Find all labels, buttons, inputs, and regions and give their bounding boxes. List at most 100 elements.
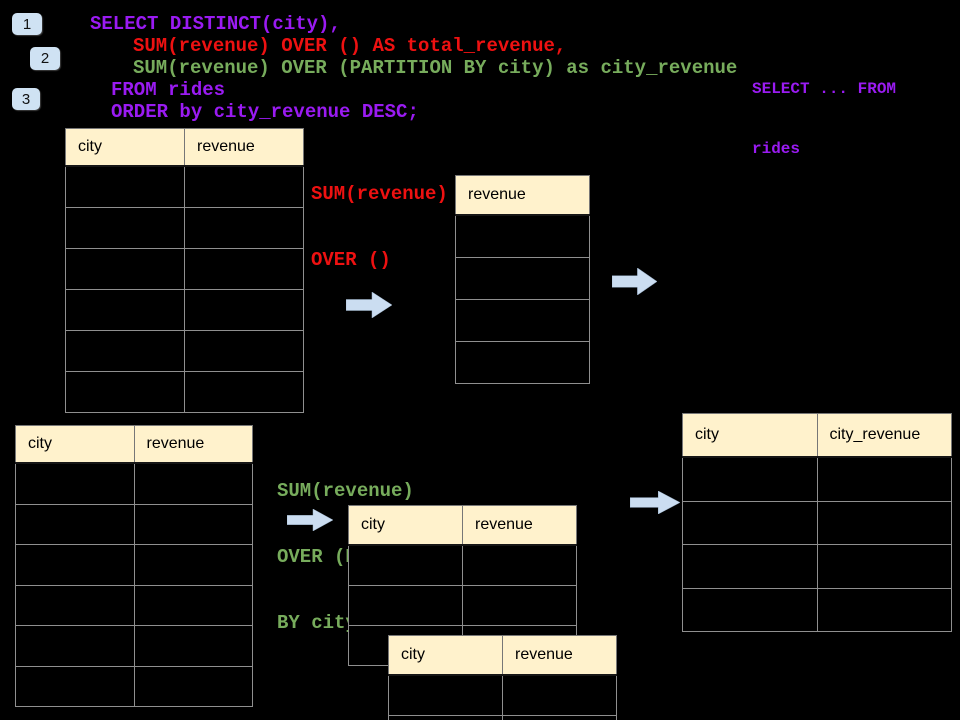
empty-cell: [133, 503, 253, 545]
table-row: [15, 625, 253, 667]
table-row: [15, 544, 253, 586]
table-row: [388, 674, 617, 716]
table-row: [15, 462, 253, 505]
step-badge-1: 1: [12, 13, 42, 35]
empty-cell: [682, 456, 818, 502]
empty-cell: [502, 715, 617, 720]
table-row: [348, 544, 577, 586]
sql-line-from: FROM rides: [111, 79, 226, 101]
empty-cell: [388, 674, 503, 716]
table-row: [65, 289, 304, 331]
arrow-right-icon: [612, 268, 657, 295]
empty-cell: [15, 544, 135, 586]
empty-cell: [682, 587, 818, 632]
table-row: [15, 665, 253, 707]
empty-cell: [65, 289, 185, 331]
table-header-row: revenue: [455, 175, 590, 216]
table-row: [348, 585, 577, 626]
table-row: [388, 715, 617, 720]
table-row: [455, 257, 590, 300]
empty-cell: [65, 165, 185, 208]
empty-cell: [682, 500, 818, 545]
empty-cell: [816, 544, 952, 589]
empty-cell: [455, 299, 590, 342]
empty-cell: [682, 544, 818, 589]
empty-cell: [455, 214, 590, 258]
empty-cell: [455, 341, 590, 384]
table-row: [455, 299, 590, 342]
column-header: city: [682, 413, 818, 458]
column-header: city_revenue: [816, 413, 952, 458]
table-row: [455, 214, 590, 258]
table-row: [15, 584, 253, 626]
table-total-revenue-result: revenue: [455, 175, 590, 384]
column-header: revenue: [133, 425, 253, 464]
column-header: city: [15, 425, 135, 464]
empty-cell: [15, 665, 135, 707]
empty-cell: [133, 625, 253, 667]
annotation-total-line-2: OVER (): [311, 249, 391, 271]
empty-cell: [816, 456, 952, 502]
empty-cell: [133, 544, 253, 586]
column-header: revenue: [462, 505, 577, 546]
table-row: [15, 503, 253, 545]
empty-cell: [816, 500, 952, 545]
empty-cell: [388, 715, 503, 720]
column-header: revenue: [502, 635, 617, 676]
arrow-right-icon: [346, 292, 392, 318]
table-row: [65, 248, 304, 290]
empty-cell: [462, 544, 577, 586]
side-note-select-from-rides: SELECT ... FROM rides: [752, 39, 896, 199]
annotation-total-line-1: SUM(revenue): [311, 183, 448, 205]
table-row: [455, 341, 590, 384]
empty-cell: [184, 248, 304, 290]
table-row: [682, 456, 952, 502]
step-badge-3: 3: [12, 88, 40, 110]
table-row: [65, 330, 304, 372]
empty-cell: [15, 462, 135, 505]
empty-cell: [15, 625, 135, 667]
empty-cell: [133, 584, 253, 626]
annotation-partition-line-1: SUM(revenue): [277, 480, 414, 502]
empty-cell: [184, 371, 304, 413]
column-header: revenue: [455, 175, 590, 216]
step-badge-2: 2: [30, 47, 60, 70]
empty-cell: [184, 207, 304, 249]
empty-cell: [133, 462, 253, 505]
empty-cell: [65, 330, 185, 372]
table-row: [682, 587, 952, 632]
table-row: [682, 544, 952, 589]
empty-cell: [184, 330, 304, 372]
arrow-right-icon: [630, 491, 680, 514]
empty-cell: [133, 665, 253, 707]
empty-cell: [65, 248, 185, 290]
empty-cell: [455, 257, 590, 300]
empty-cell: [15, 584, 135, 626]
table-row: [65, 165, 304, 208]
empty-cell: [348, 544, 463, 586]
sql-line-total: SUM(revenue) OVER () AS total_revenue,: [133, 35, 567, 57]
arrow-right-icon: [287, 509, 333, 531]
empty-cell: [65, 371, 185, 413]
column-header: city: [348, 505, 463, 546]
empty-cell: [184, 165, 304, 208]
empty-cell: [65, 207, 185, 249]
column-header: city: [388, 635, 503, 676]
empty-cell: [15, 503, 135, 545]
sql-line-order: ORDER by city_revenue DESC;: [111, 101, 419, 123]
column-header: revenue: [184, 128, 304, 167]
empty-cell: [348, 585, 463, 626]
column-header: city: [65, 128, 185, 167]
empty-cell: [462, 585, 577, 626]
side-note-line-2: rides: [752, 140, 801, 158]
